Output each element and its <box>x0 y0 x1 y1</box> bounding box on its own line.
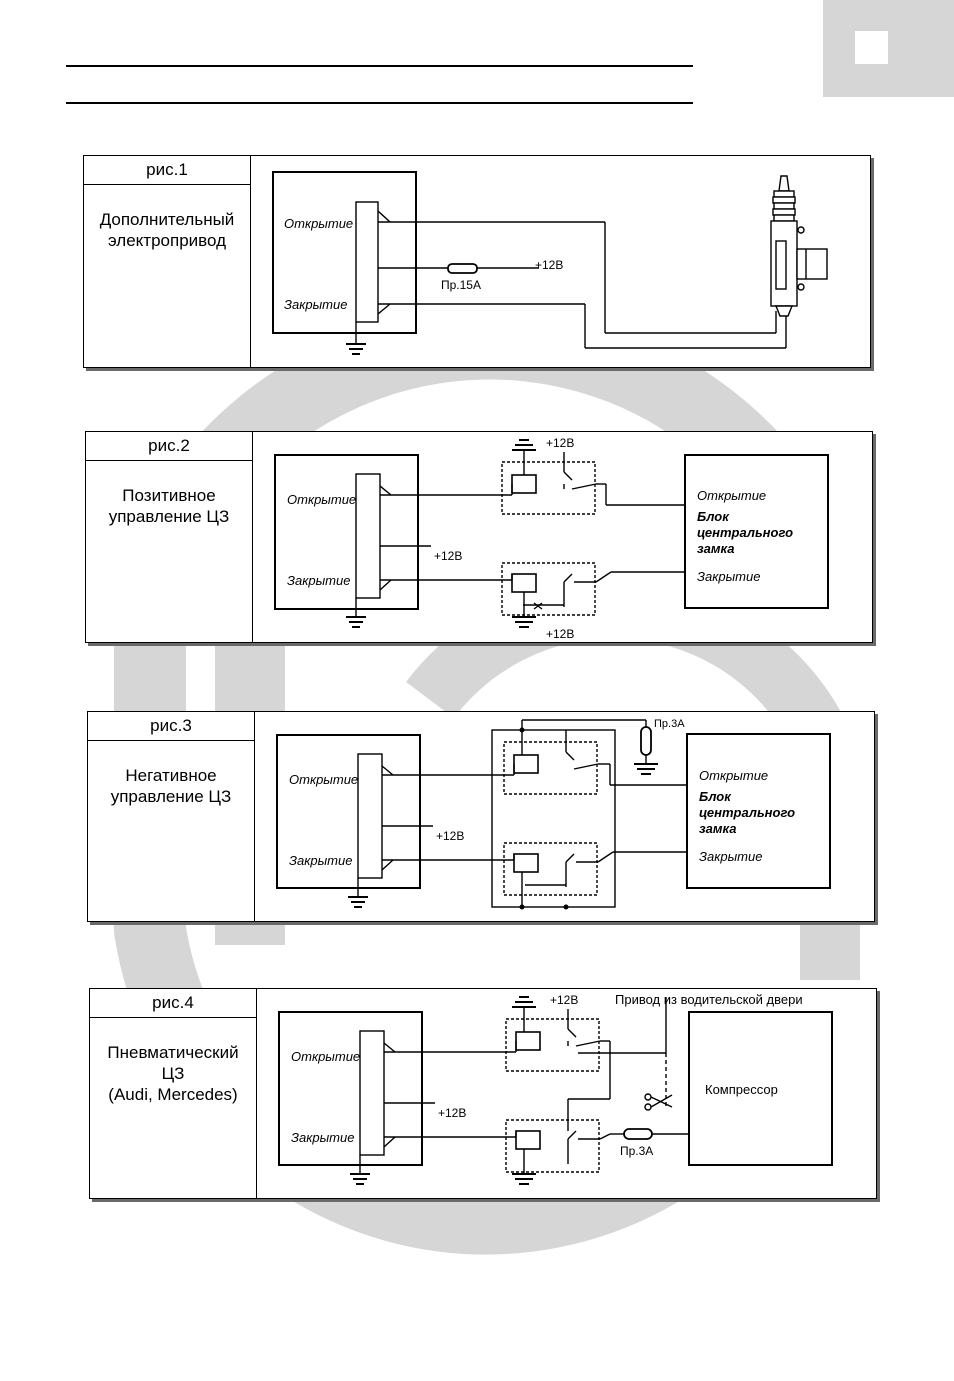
figure-3-panel: рис.3 Негативное управление ЦЗ <box>87 711 875 922</box>
fig2-block-open: Открытие <box>697 488 766 503</box>
figure-4-label-column: рис.4 Пневматический ЦЗ (Audi, Mercedes) <box>90 989 257 1198</box>
figure-4-schematic: Открытие Закрытие +12В +12В Привод из во… <box>278 992 833 1185</box>
scissors-icon <box>644 1093 673 1111</box>
figure-1-label-column: рис.1 Дополнительный электропривод <box>84 156 251 367</box>
fig2-block-title-2: замка <box>697 541 734 556</box>
fig3-block-title-0: Блок <box>699 789 732 804</box>
figure-2-label-column: рис.2 Позитивное управление ЦЗ <box>86 432 253 642</box>
figure-3-schematic: Открытие Закрытие +12В Пр.3А Открытие Бл… <box>276 718 831 910</box>
fig1-close-text: Закрытие <box>284 297 347 312</box>
fig4-driver-door-text: Привод из водительской двери <box>615 992 803 1007</box>
figure-2-panel: рис.2 Позитивное управление ЦЗ <box>85 431 873 643</box>
fig3-block-open: Открытие <box>699 768 768 783</box>
figure-3-label-column: рис.3 Негативное управление ЦЗ <box>88 712 255 921</box>
fig3-block-title-2: замка <box>699 821 736 836</box>
fig4-plus12-text: +12В <box>438 1106 466 1120</box>
figure-2-description: Позитивное управление ЦЗ <box>108 486 230 526</box>
figure-1-schematic: Открытие Закрытие +12В Пр.15А <box>272 171 828 355</box>
fig3-block-title-1: центрального <box>699 805 795 820</box>
figure-1-description: Дополнительный электропривод <box>99 210 235 250</box>
header-rule-top <box>66 65 693 67</box>
fig1-fuse-text: Пр.15А <box>441 278 481 292</box>
fig2-block-title-0: Блок <box>697 509 730 524</box>
header-rule-bottom <box>66 102 693 104</box>
figure-4-description: Пневматический ЦЗ (Audi, Mercedes) <box>107 1043 239 1104</box>
fig4-open-text: Открытие <box>291 1049 360 1064</box>
fig3-block-close: Закрытие <box>699 849 762 864</box>
fig2-close-text: Закрытие <box>287 573 350 588</box>
corner-tab <box>823 0 954 97</box>
figure-1-label: рис.1 <box>84 156 250 185</box>
fig2-relay-bot-plus: +12В <box>546 627 574 641</box>
fig4-relay-plus: +12В <box>550 993 578 1007</box>
figure-4-label: рис.4 <box>90 989 256 1018</box>
fig2-block-close: Закрытие <box>697 569 760 584</box>
fig2-open-text: Открытие <box>287 492 356 507</box>
fig2-plus12-text: +12В <box>434 549 462 563</box>
fig2-block-title-1: центрального <box>697 525 793 540</box>
fig4-close-text: Закрытие <box>291 1130 354 1145</box>
fig2-relay-top-plus: +12В <box>546 436 574 450</box>
actuator-icon <box>770 175 828 317</box>
fig4-compressor-text: Компрессор <box>705 1082 778 1097</box>
fig3-close-text: Закрытие <box>289 853 352 868</box>
figure-2-schematic: Открытие Закрытие +12В +12В +12В Открыти… <box>274 436 829 641</box>
fig3-plus12-text: +12В <box>436 829 464 843</box>
fig4-fuse-text: Пр.3А <box>620 1144 653 1158</box>
figure-3-label: рис.3 <box>88 712 254 741</box>
figure-3-description: Негативное управление ЦЗ <box>110 766 232 806</box>
figure-1-panel: рис.1 Дополнительный электропривод <box>83 155 871 368</box>
figure-2-label: рис.2 <box>86 432 252 461</box>
corner-tab-box <box>855 31 888 64</box>
fig3-open-text: Открытие <box>289 772 358 787</box>
fig1-open-text: Открытие <box>284 216 353 231</box>
fig1-plus12-text: +12В <box>535 258 563 272</box>
figure-4-panel: рис.4 Пневматический ЦЗ (Audi, Mercedes) <box>89 988 877 1199</box>
fig3-fuse-text: Пр.3А <box>654 718 685 730</box>
